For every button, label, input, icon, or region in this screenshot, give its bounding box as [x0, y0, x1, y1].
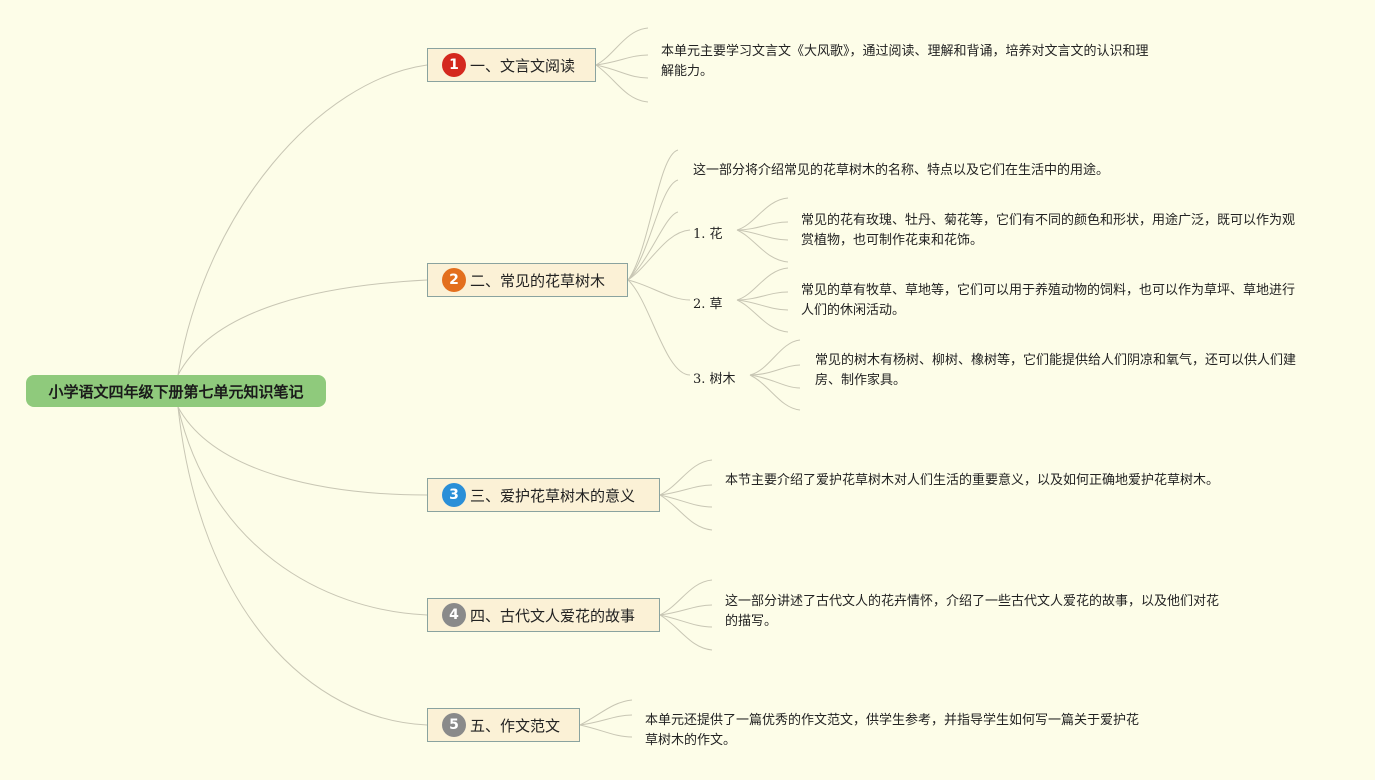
topic-title: 三、爱护花草树木的意义	[470, 486, 636, 505]
link-root-topic-5	[177, 406, 428, 726]
topic-title: 五、作文范文	[470, 716, 561, 735]
link-root-topic-1	[177, 64, 428, 376]
number-badge-icon: 5	[442, 713, 466, 737]
topic-5[interactable]: 5 五、作文范文	[427, 708, 580, 742]
number-badge-icon: 1	[442, 53, 466, 77]
link-root-topic-2	[177, 279, 428, 376]
topic-title: 一、文言文阅读	[470, 56, 576, 75]
root-topic[interactable]: 小学语文四年级下册第七单元知识笔记	[26, 375, 326, 407]
link-root-topic-3	[177, 406, 428, 496]
root-title: 小学语文四年级下册第七单元知识笔记	[48, 382, 304, 401]
topic-1[interactable]: 1 一、文言文阅读	[427, 48, 596, 82]
subtopic-trees[interactable]: 3. 树木	[693, 372, 736, 387]
number-badge-icon: 4	[442, 603, 466, 627]
topic-title: 二、常见的花草树木	[470, 271, 606, 290]
subtopic-flower[interactable]: 1. 花	[693, 227, 723, 242]
topic-4-description: 这一部分讲述了古代文人的花卉情怀，介绍了一些古代文人爱花的故事，以及他们对花的描…	[725, 594, 1220, 629]
topic-3[interactable]: 3 三、爱护花草树木的意义	[427, 478, 660, 512]
topic-2-description: 这一部分将介绍常见的花草树木的名称、特点以及它们在生活中的用途。	[693, 163, 1110, 178]
subtopic-grass[interactable]: 2. 草	[693, 297, 723, 312]
number-badge-icon: 2	[442, 268, 466, 292]
topic-5-description: 本单元还提供了一篇优秀的作文范文，供学生参考，并指导学生如何写一篇关于爱护花草树…	[645, 713, 1140, 748]
topic-4[interactable]: 4 四、古代文人爱花的故事	[427, 598, 660, 632]
link-root-topic-4	[177, 406, 428, 616]
number-badge-icon: 3	[442, 483, 466, 507]
topic-title: 四、古代文人爱花的故事	[470, 606, 636, 625]
subtopic-flower-description: 常见的花有玫瑰、牡丹、菊花等，它们有不同的颜色和形状，用途广泛，既可以作为观赏植…	[801, 213, 1296, 248]
topic-1-description: 本单元主要学习文言文《大风歌》，通过阅读、理解和背诵，培养对文言文的认识和理解能…	[661, 44, 1149, 79]
topic-3-description: 本节主要介绍了爱护花草树木对人们生活的重要意义，以及如何正确地爱护花草树木。	[725, 473, 1220, 488]
subtopic-trees-description: 常见的树木有杨树、柳树、橡树等，它们能提供给人们阴凉和氧气，还可以供人们建房、制…	[815, 353, 1297, 388]
subtopic-grass-description: 常见的草有牧草、草地等，它们可以用于养殖动物的饲料，也可以作为草坪、草地进行人们…	[801, 283, 1296, 318]
topic-2[interactable]: 2 二、常见的花草树木	[427, 263, 628, 297]
